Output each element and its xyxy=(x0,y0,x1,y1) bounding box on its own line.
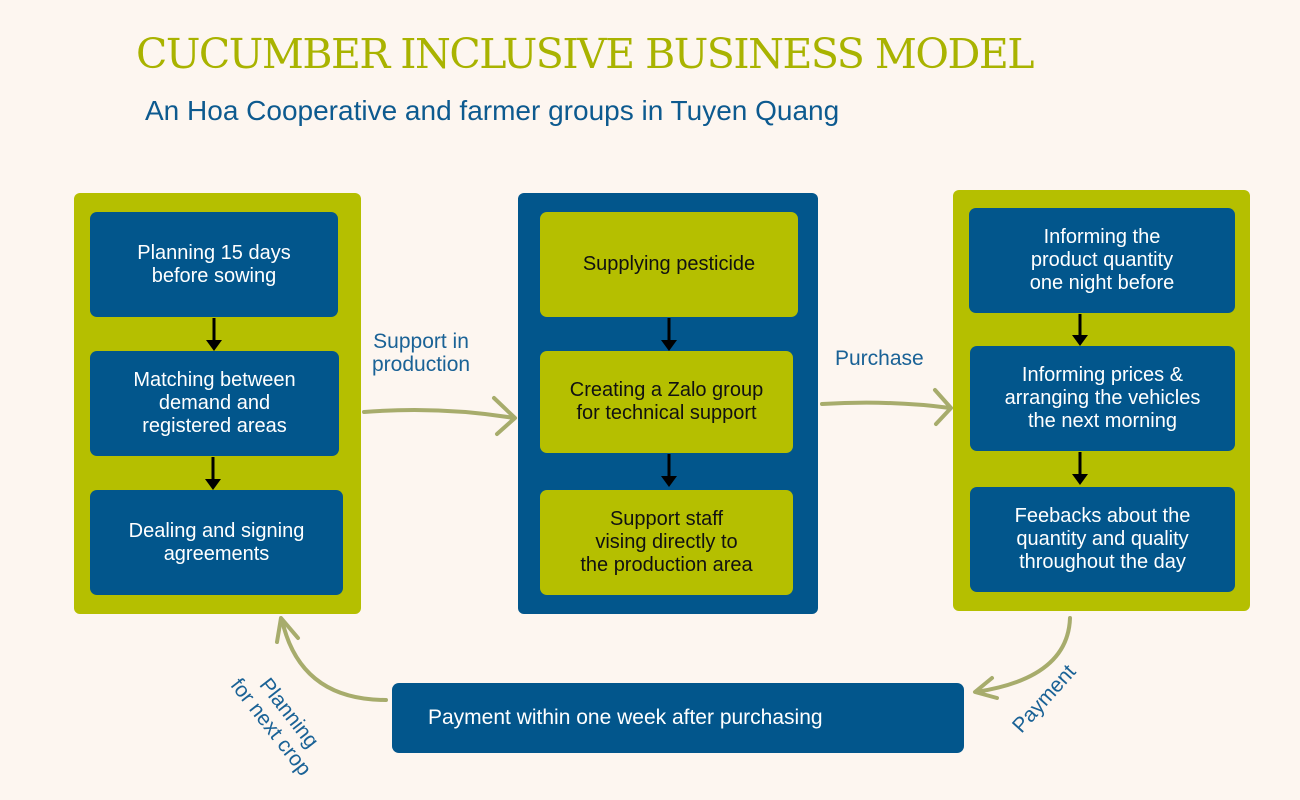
payment-label: Payment xyxy=(1008,660,1081,738)
step-feedbacks: Feebacks about the quantity and quality … xyxy=(970,487,1235,592)
step-informing-quantity: Informing the product quantity one night… xyxy=(969,208,1235,313)
step-planning-15-days: Planning 15 days before sowing xyxy=(90,212,338,317)
payment-within-week-text: Payment within one week after purchasing xyxy=(428,706,823,729)
diagram-title: CUCUMBER INCLUSIVE BUSINESS MODEL xyxy=(136,30,1035,78)
purchase-label: Purchase xyxy=(835,347,924,370)
planning-next-crop-arrow-icon xyxy=(275,616,388,702)
support-in-production-label: Support in production xyxy=(372,330,471,376)
purchase-arrow-icon xyxy=(820,388,953,426)
planning-next-crop-label: Planning for next crop xyxy=(225,673,324,781)
diagram-subtitle: An Hoa Cooperative and farmer groups in … xyxy=(145,95,840,126)
payment-within-week-box: Payment within one week after purchasing xyxy=(392,683,964,753)
step-zalo-group: Creating a Zalo group for technical supp… xyxy=(540,351,793,453)
step-support-staff-visit: Support staff vising directly to the pro… xyxy=(540,490,793,595)
support-arrow-icon xyxy=(362,396,517,436)
step-informing-prices: Informing prices & arranging the vehicle… xyxy=(970,346,1235,451)
step-matching-demand: Matching between demand and registered a… xyxy=(90,351,339,456)
step-signing-agreements: Dealing and signing agreements xyxy=(90,490,343,595)
step-supplying-pesticide: Supplying pesticide xyxy=(540,212,798,317)
